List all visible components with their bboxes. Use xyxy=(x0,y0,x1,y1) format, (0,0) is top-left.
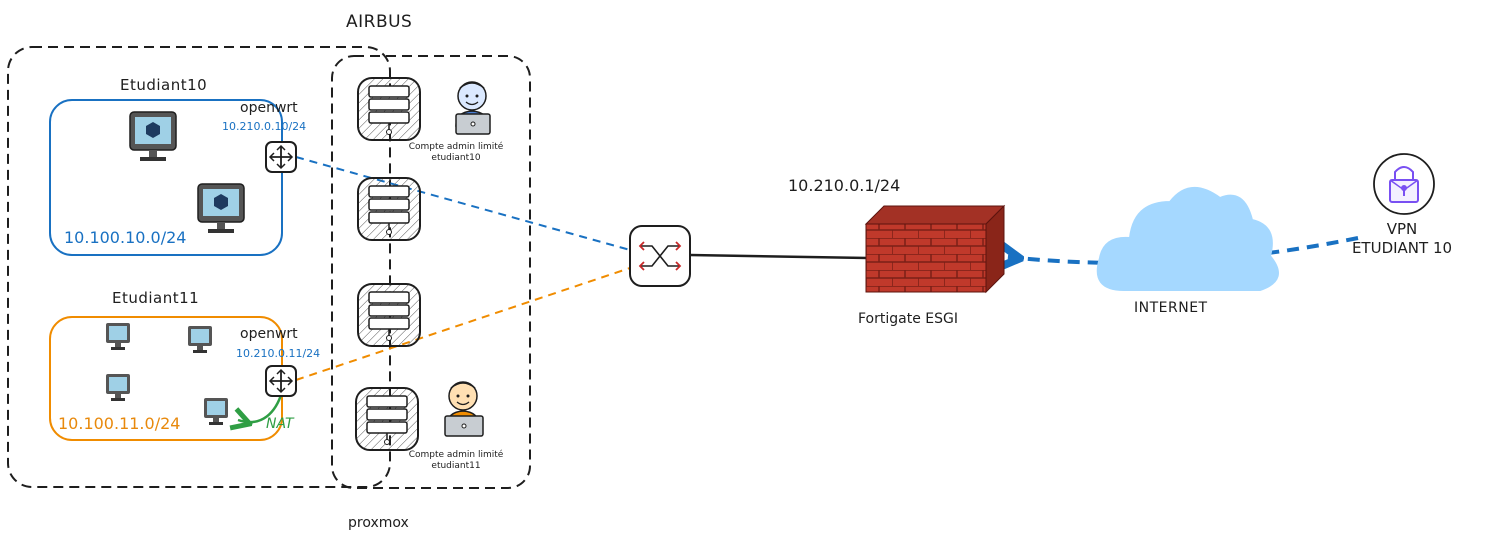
server-icon xyxy=(357,177,421,241)
router11-name: openwrt xyxy=(240,326,298,342)
vpn-caption: VPN ETUDIANT 10 xyxy=(1334,220,1470,258)
admin-etudiant10-line1: Compte admin limité xyxy=(408,142,504,152)
user-laptop-icon xyxy=(455,81,491,135)
server-icon xyxy=(357,283,421,347)
cloud-icon xyxy=(1096,187,1279,291)
router-icon xyxy=(265,365,297,397)
firewall-name: Fortigate ESGI xyxy=(858,311,958,327)
zone-etudiant11-subnet: 10.100.11.0/24 xyxy=(58,414,181,433)
proxmox-label: proxmox xyxy=(348,515,409,531)
monitor-icon xyxy=(106,374,130,401)
admin-etudiant11-line2: etudiant11 xyxy=(431,461,481,471)
server-icon xyxy=(357,77,421,141)
server-icon xyxy=(355,387,419,451)
router10-name: openwrt xyxy=(240,100,298,116)
link-router10-switch xyxy=(295,156,631,251)
router-icon xyxy=(265,141,297,173)
zone-etudiant10-subnet: 10.100.10.0/24 xyxy=(64,228,187,247)
router10-ip: 10.210.0.10/24 xyxy=(222,120,307,133)
airbus-boundary xyxy=(7,46,391,488)
user-laptop-icon xyxy=(444,381,484,437)
vpn-tunnel-arrow xyxy=(1000,238,1359,263)
admin-etudiant10-line2: etudiant10 xyxy=(431,153,481,163)
vpn-line2: ETUDIANT 10 xyxy=(1351,239,1453,257)
link-router11-switch xyxy=(295,267,631,381)
firewall-icon xyxy=(864,204,1006,294)
admin-etudiant11-line1: Compte admin limité xyxy=(408,450,504,460)
vpn-line1: VPN xyxy=(1386,220,1418,238)
monitor-icon xyxy=(204,398,228,425)
admin-etudiant11-caption: Compte admin limité etudiant11 xyxy=(404,450,508,472)
zone-etudiant10-box xyxy=(49,99,283,256)
nat-label: NAT xyxy=(266,416,294,432)
link-switch-firewall xyxy=(689,253,869,260)
monitor-icon xyxy=(106,323,130,350)
zone-etudiant11-title: Etudiant11 xyxy=(112,289,200,307)
monitor-icon xyxy=(197,183,245,233)
admin-etudiant10-caption: Compte admin limité etudiant10 xyxy=(404,142,508,164)
internet-label: INTERNET xyxy=(1134,300,1208,316)
proxmox-boundary xyxy=(331,55,531,489)
monitor-icon xyxy=(188,326,212,353)
airbus-label: AIRBUS xyxy=(346,12,413,32)
lock-icon xyxy=(1373,153,1435,215)
nat-arrow xyxy=(238,391,284,422)
switch-icon xyxy=(629,225,691,287)
monitor-icon xyxy=(129,111,177,161)
router11-ip: 10.210.0.11/24 xyxy=(236,347,321,360)
zone-etudiant10-title: Etudiant10 xyxy=(120,76,208,94)
firewall-ip: 10.210.0.1/24 xyxy=(788,176,901,195)
